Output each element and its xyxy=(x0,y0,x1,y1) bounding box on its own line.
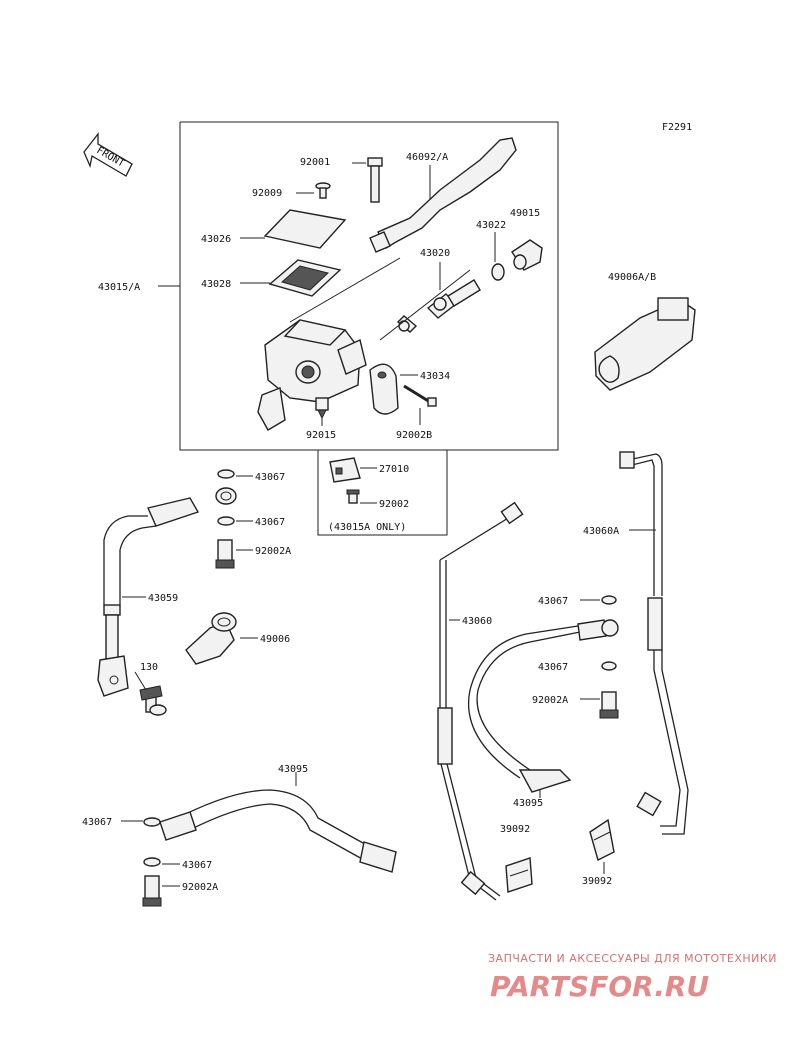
washer-43067-d xyxy=(601,661,617,671)
banjo-bolt-92002a-a xyxy=(215,539,235,569)
bolt-92002b xyxy=(403,384,437,407)
clip-39092-b xyxy=(589,818,615,862)
cap-43026 xyxy=(263,209,347,249)
label-49006ab: 49006A/B xyxy=(608,272,656,283)
washer-43067-e xyxy=(143,817,161,827)
elbow-49006 xyxy=(185,612,237,665)
label-43095-a: 43095 xyxy=(278,764,308,775)
label-92009: 92009 xyxy=(252,188,282,199)
washer-43067-b xyxy=(217,516,235,526)
lever-46092 xyxy=(369,137,517,253)
figure-id: F2291 xyxy=(662,122,692,133)
label-39092-b: 39092 xyxy=(582,876,612,887)
label-46092a: 46092/A xyxy=(406,152,448,163)
master-cylinder-body xyxy=(257,319,367,431)
bolt-92001 xyxy=(367,157,383,203)
switch-27010 xyxy=(329,457,361,483)
clip-39092-a xyxy=(505,857,533,893)
hose-43095-a xyxy=(159,789,397,873)
label-43095-b: 43095 xyxy=(513,798,543,809)
label-43067-d: 43067 xyxy=(538,662,568,673)
label-92015: 92015 xyxy=(306,430,336,441)
clamp-43034 xyxy=(369,363,399,415)
banjo-bolt-92002a-b xyxy=(599,691,619,719)
reservoir-49006ab xyxy=(594,297,696,391)
label-92002a-b: 92002A xyxy=(532,695,568,706)
label-92002a-c: 92002A xyxy=(182,882,218,893)
screw-92002 xyxy=(346,489,360,504)
label-43026: 43026 xyxy=(201,234,231,245)
label-92002a-a: 92002A xyxy=(255,546,291,557)
box-note: (43015A ONLY) xyxy=(328,522,406,533)
label-43067-b: 43067 xyxy=(255,517,285,528)
screw-92009 xyxy=(315,182,331,199)
label-49006: 49006 xyxy=(260,634,290,645)
washer-43067-f xyxy=(143,857,161,867)
washer-43067-c xyxy=(601,595,617,605)
pipe-43060 xyxy=(437,501,524,901)
label-43060a: 43060A xyxy=(583,526,619,537)
label-43067-f: 43067 xyxy=(182,860,212,871)
banjo-bolt-92002a-c xyxy=(142,875,162,907)
label-130: 130 xyxy=(140,662,158,673)
boot-49015 xyxy=(511,239,543,271)
switch-92015 xyxy=(315,397,329,420)
piston-kit-43020 xyxy=(396,279,481,333)
label-43028: 43028 xyxy=(201,279,231,290)
washer-43067-a xyxy=(217,469,235,479)
label-43059: 43059 xyxy=(148,593,178,604)
option-box xyxy=(317,449,448,536)
assembly-frame xyxy=(179,121,559,536)
label-43067-c: 43067 xyxy=(538,596,568,607)
watermark-tagline: ЗАПЧАСТИ И АКСЕССУАРЫ ДЛЯ МОТОТЕХНИКИ xyxy=(488,952,777,965)
label-43034: 43034 xyxy=(420,371,450,382)
front-arrow-icon: FRONT xyxy=(83,132,133,177)
label-43060: 43060 xyxy=(462,616,492,627)
label-92002b: 92002B xyxy=(396,430,432,441)
label-27010: 27010 xyxy=(379,464,409,475)
label-43067-e: 43067 xyxy=(82,817,112,828)
label-92002: 92002 xyxy=(379,499,409,510)
watermark-brand: PARTSFOR.RU xyxy=(490,970,709,1003)
label-92001: 92001 xyxy=(300,157,330,168)
label-39092-a: 39092 xyxy=(500,824,530,835)
pipe-43060a xyxy=(619,451,689,835)
label-43067-a: 43067 xyxy=(255,472,285,483)
hose-43059 xyxy=(97,487,237,697)
hose-43095-b xyxy=(468,619,619,793)
bolt-130 xyxy=(139,685,167,716)
diaphragm-43028 xyxy=(268,259,342,297)
circlip-43022 xyxy=(491,263,505,281)
label-43022: 43022 xyxy=(476,220,506,231)
label-43020: 43020 xyxy=(420,248,450,259)
label-49015: 49015 xyxy=(510,208,540,219)
label-43015a: 43015/A xyxy=(98,282,140,293)
